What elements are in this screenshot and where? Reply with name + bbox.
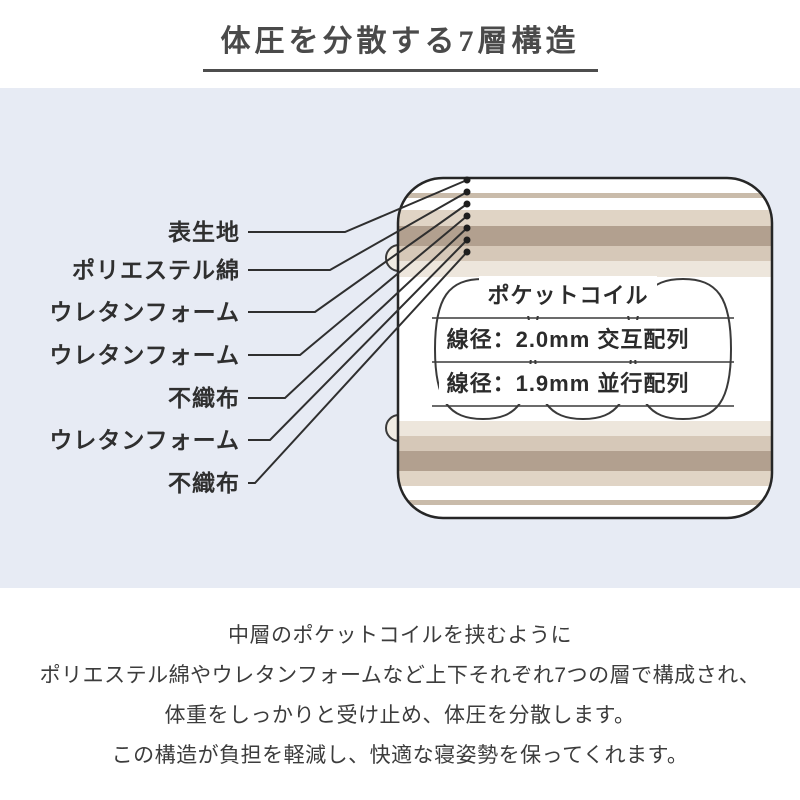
coil-heading: ポケットコイル [479, 276, 657, 316]
mattress-layers [398, 193, 772, 505]
leader-lines [248, 176, 471, 484]
title-block: 体圧を分散する7層構造 [0, 0, 800, 88]
coil-spec-line-2: 線径：1.9mm 並行配列 [438, 364, 698, 404]
description-line-4: この構造が負担を軽減し、快適な寝姿勢を保ってくれます。 [111, 744, 689, 767]
mattress-outline [396, 176, 774, 520]
coil-spec-line-1: 線径：2.0mm 交互配列 [438, 320, 698, 360]
diagram-panel: 表生地 ポリエステル綿 ウレタンフォーム ウレタンフォーム 不織布 ウレタンフォ… [0, 88, 800, 588]
description-block: 中層のポケットコイルを挟むように ポリエステル綿やウレタンフォームなど上下それぞ… [0, 588, 800, 776]
page-title: 体圧を分散する7層構造 [202, 16, 598, 72]
description-line-1: 中層のポケットコイルを挟むように [228, 624, 572, 647]
description-line-2: ポリエステル綿やウレタンフォームなど上下それぞれ7つの層で構成され、 [39, 664, 761, 687]
coil-spec-text: ポケットコイル 線径：2.0mm 交互配列 線径：1.9mm 並行配列 [403, 276, 733, 408]
description-line-3: 体重をしっかりと受け止め、体圧を分散します。 [164, 704, 636, 727]
